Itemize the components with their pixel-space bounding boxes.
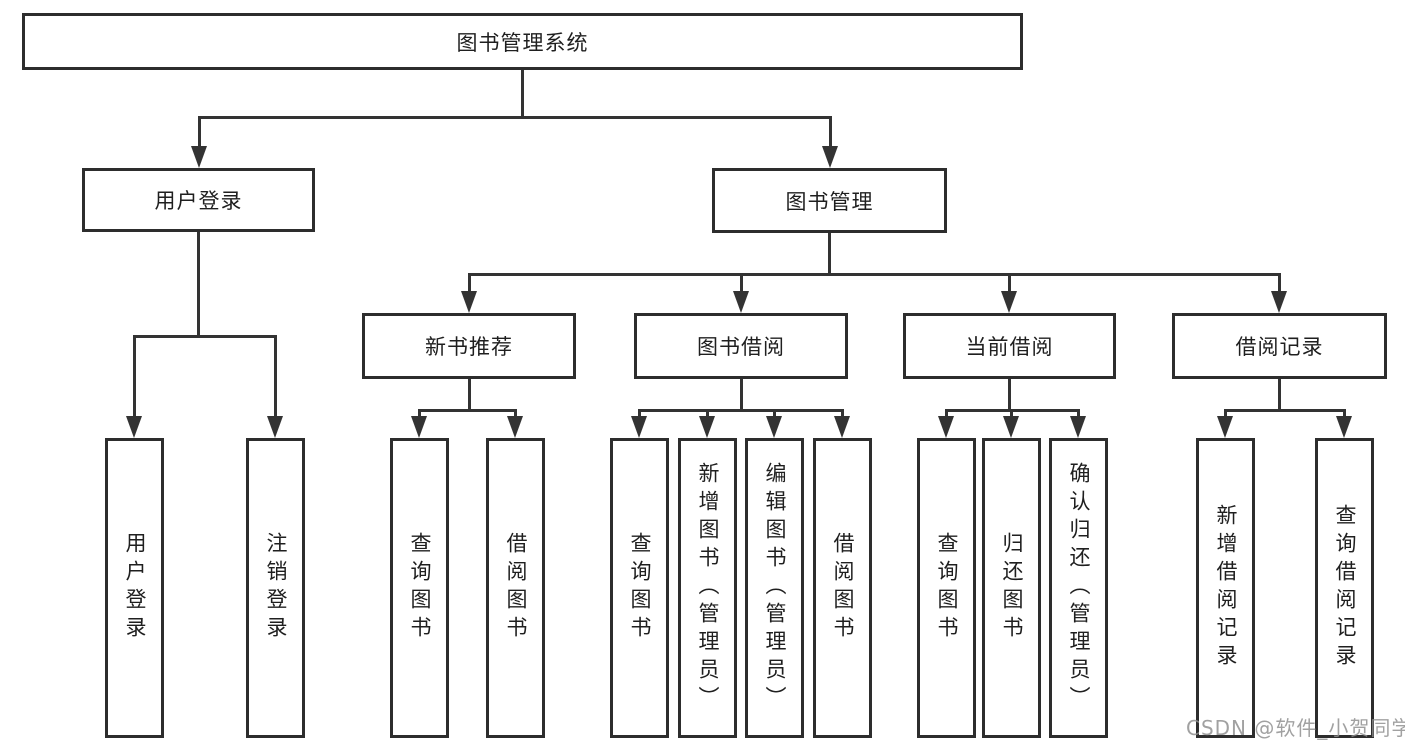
arrowhead	[733, 291, 749, 313]
connector-line	[638, 409, 641, 419]
node-borrow-record: 借阅记录	[1172, 313, 1387, 379]
node-new-book-recommend: 新书推荐	[362, 313, 576, 379]
connector-line	[197, 232, 200, 335]
leaf-current-return-books: 归还图书	[982, 438, 1041, 738]
leaf-record-add-borrow-record: 新增借阅记录	[1196, 438, 1255, 738]
connector-line	[828, 233, 831, 273]
node-current-borrow: 当前借阅	[903, 313, 1116, 379]
leaf-borrow-borrow-books: 借阅图书	[813, 438, 872, 738]
connector-line	[740, 273, 743, 293]
connector-line	[1224, 409, 1227, 419]
node-label: 用户登录	[123, 532, 148, 644]
leaf-borrow-query-books: 查询图书	[610, 438, 669, 738]
node-label: 查询图书	[628, 532, 653, 644]
leaf-user-login: 用户登录	[105, 438, 164, 738]
connector-line	[1278, 379, 1281, 409]
connector-line	[841, 409, 844, 419]
arrowhead	[938, 416, 954, 438]
connector-line	[514, 409, 517, 419]
connector-line	[133, 335, 277, 338]
arrowhead	[1271, 291, 1287, 313]
node-label: 归还图书	[1000, 532, 1025, 644]
arrowhead	[1217, 416, 1233, 438]
leaf-current-query-books: 查询图书	[917, 438, 976, 738]
arrowhead	[191, 146, 207, 168]
arrowhead	[461, 291, 477, 313]
leaf-newbook-query-books: 查询图书	[390, 438, 449, 738]
node-label: 当前借阅	[965, 335, 1054, 359]
connector-line	[1010, 409, 1013, 419]
connector-line	[198, 116, 201, 148]
leaf-newbook-borrow-books: 借阅图书	[486, 438, 545, 738]
leaf-borrow-edit-books-admin: 编辑图书（管理员）	[745, 438, 804, 738]
node-label: 新书推荐	[425, 335, 513, 359]
connector-line	[829, 116, 832, 148]
connector-line	[945, 409, 948, 419]
connector-line	[1343, 409, 1346, 419]
node-label: 查询借阅记录	[1333, 504, 1358, 672]
node-user-login: 用户登录	[82, 168, 315, 232]
connector-line	[638, 409, 844, 412]
connector-line	[198, 116, 832, 119]
csdn-watermark: CSDN @软件_小贺同学	[1186, 716, 1405, 740]
node-label: 新增图书（管理员）	[696, 462, 721, 714]
arrowhead	[822, 146, 838, 168]
arrowhead	[834, 416, 850, 438]
connector-line	[521, 69, 524, 116]
arrowhead	[1001, 291, 1017, 313]
node-label: 新增借阅记录	[1214, 504, 1239, 672]
connector-line	[1278, 273, 1281, 293]
connector-line	[1077, 409, 1080, 419]
connector-line	[773, 409, 776, 419]
arrowhead	[631, 416, 647, 438]
connector-line	[418, 409, 517, 412]
leaf-current-confirm-return-admin: 确认归还（管理员）	[1049, 438, 1108, 738]
connector-line	[133, 335, 136, 418]
node-root: 图书管理系统	[22, 13, 1023, 70]
arrowhead	[699, 416, 715, 438]
connector-line	[706, 409, 709, 419]
arrowhead	[411, 416, 427, 438]
connector-line	[274, 335, 277, 418]
node-book-borrow: 图书借阅	[634, 313, 848, 379]
arrowhead	[126, 416, 142, 438]
node-label: 查询图书	[408, 532, 433, 644]
connector-line	[1008, 379, 1011, 409]
leaf-logout: 注销登录	[246, 438, 305, 738]
leaf-borrow-add-books-admin: 新增图书（管理员）	[678, 438, 737, 738]
node-label: 注销登录	[264, 532, 289, 644]
connector-line	[740, 379, 743, 409]
leaf-record-query-borrow-record: 查询借阅记录	[1315, 438, 1374, 738]
node-label: 借阅记录	[1235, 335, 1324, 359]
node-label: 借阅图书	[504, 532, 529, 644]
connector-line	[468, 273, 1281, 276]
connector-line	[418, 409, 421, 419]
node-label: 借阅图书	[831, 532, 856, 644]
arrowhead	[766, 416, 782, 438]
arrowhead	[267, 416, 283, 438]
node-label: 编辑图书（管理员）	[763, 462, 788, 714]
connector-line	[1008, 273, 1011, 293]
node-label: 图书管理	[785, 189, 874, 214]
connector-line	[468, 273, 471, 293]
connector-line	[1224, 409, 1346, 412]
arrowhead	[507, 416, 523, 438]
node-label: 图书管理系统	[456, 30, 589, 55]
node-label: 查询图书	[935, 532, 960, 644]
arrowhead	[1336, 416, 1352, 438]
node-label: 确认归还（管理员）	[1067, 462, 1092, 714]
node-book-management: 图书管理	[712, 168, 947, 233]
arrowhead	[1003, 416, 1019, 438]
node-label: 用户登录	[154, 189, 243, 213]
node-label: 图书借阅	[697, 335, 785, 359]
arrowhead	[1070, 416, 1086, 438]
connector-line	[468, 379, 471, 409]
